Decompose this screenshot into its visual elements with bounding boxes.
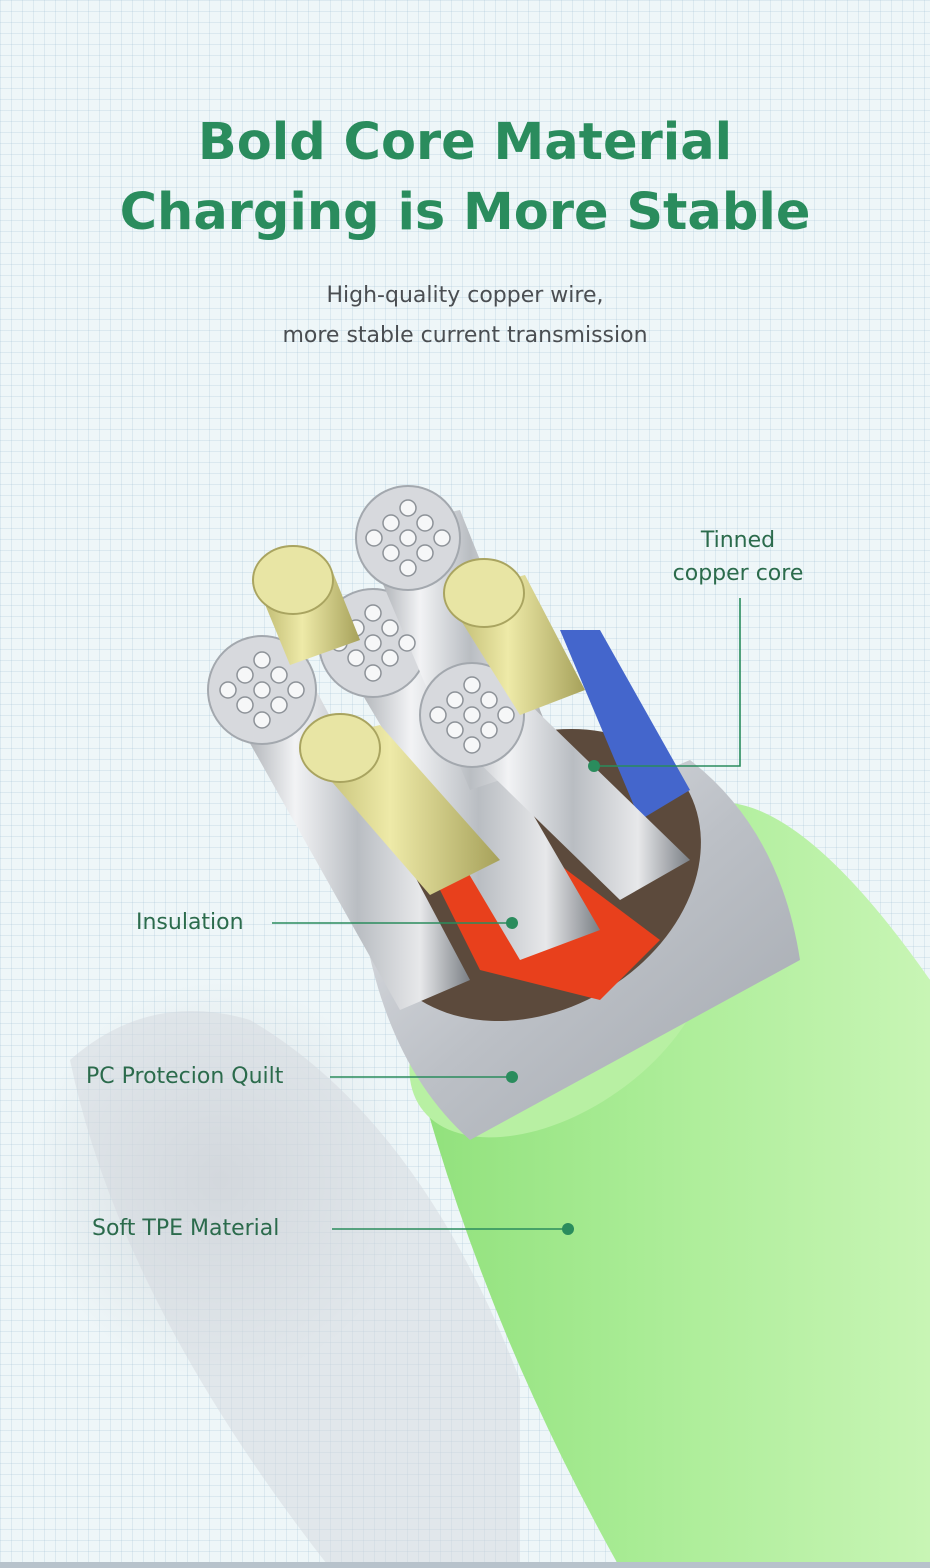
label-tinned-copper-core: Tinned copper core xyxy=(660,524,816,590)
strand-bundle-center xyxy=(330,620,600,960)
bottom-divider xyxy=(0,1562,930,1568)
tinned-leader-line xyxy=(594,598,741,767)
blue-insulation xyxy=(560,630,690,820)
tpe-dot xyxy=(562,1223,574,1235)
tinned-core-left-end xyxy=(252,545,334,615)
label-insulation: Insulation xyxy=(136,910,244,935)
page-title-line-2: Charging is More Stable xyxy=(119,183,811,242)
label-tinned-line-2: copper core xyxy=(672,561,804,586)
insulation-dot xyxy=(506,917,518,929)
cable-shadow-body xyxy=(70,1011,520,1568)
tinned-core-right-end xyxy=(443,558,525,628)
page-subtitle-line-2: more stable current transmission xyxy=(282,323,648,348)
label-pc-protection-quilt: PC Protecion Quilt xyxy=(86,1064,284,1089)
callout-dots xyxy=(506,760,600,1235)
strand-dots xyxy=(219,499,515,754)
tinned-dot xyxy=(588,760,600,772)
tinned-core-front-end xyxy=(299,713,381,783)
callout-leaders xyxy=(272,598,741,1230)
pc-quilt-dot xyxy=(506,1071,518,1083)
page-subtitle-line-1: High-quality copper wire, xyxy=(326,283,604,308)
page-title-line-1: Bold Core Material xyxy=(197,113,733,172)
label-tinned-line-1: Tinned xyxy=(700,528,776,553)
label-soft-tpe-material: Soft TPE Material xyxy=(92,1216,280,1241)
